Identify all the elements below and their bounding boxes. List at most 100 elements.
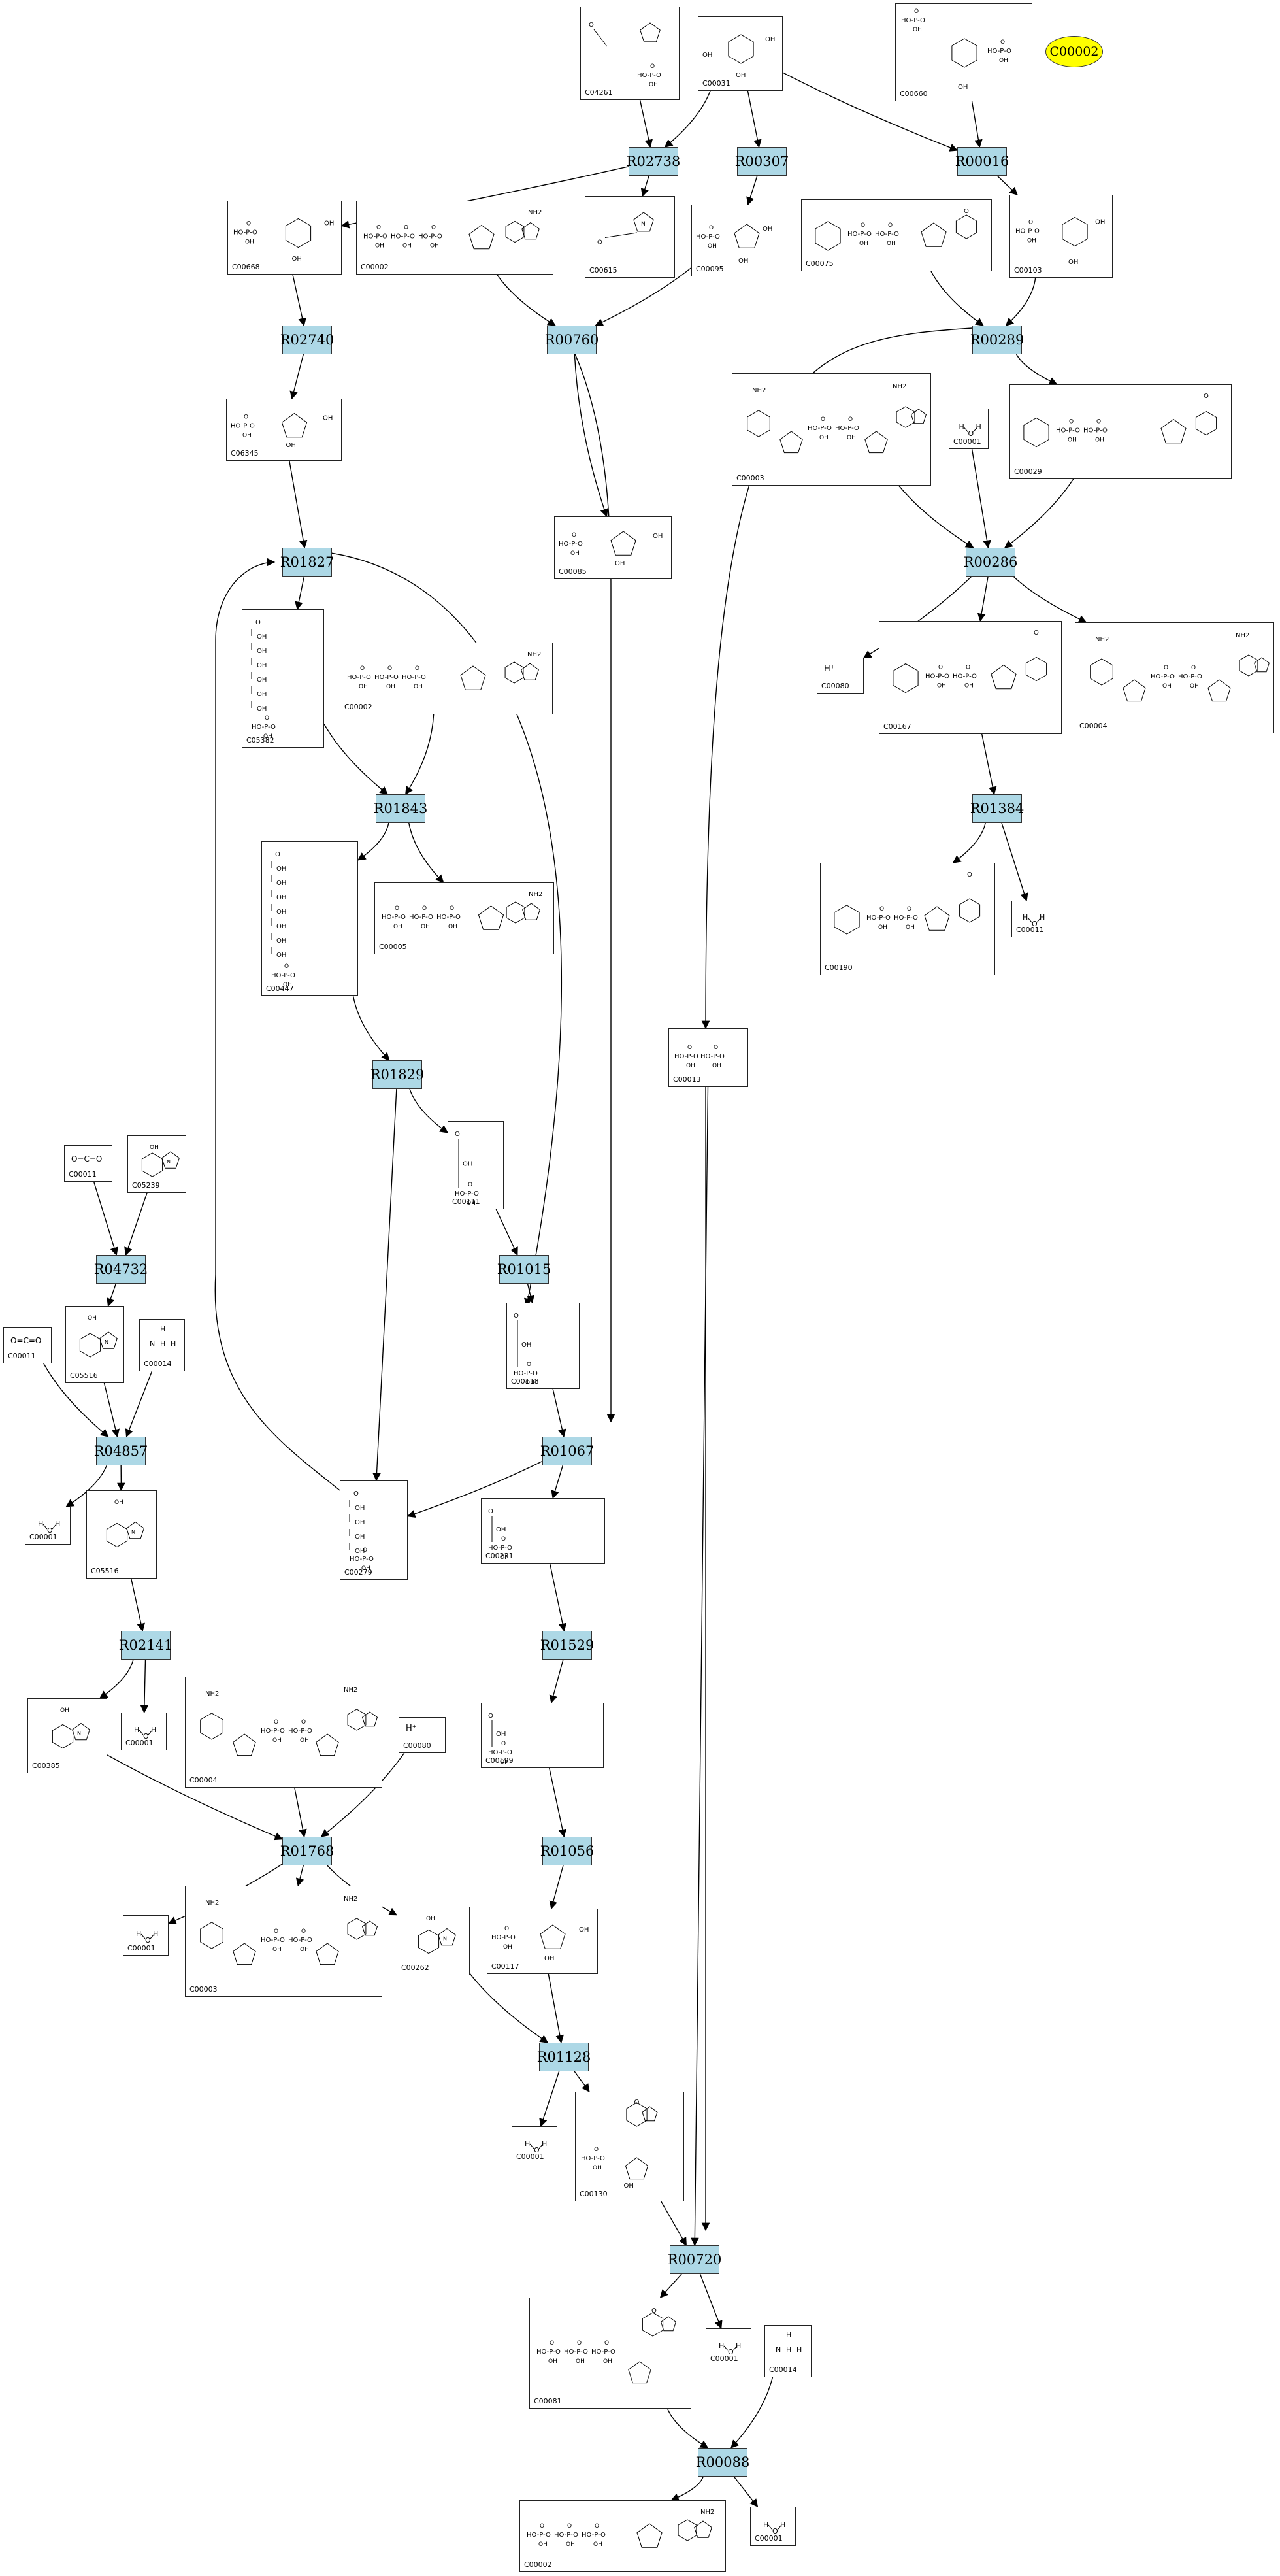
svg-text:HO-P-O: HO-P-O — [591, 2349, 615, 2356]
svg-text:OH: OH — [521, 1341, 531, 1348]
reaction-node-r02738[interactable]: R02738 — [627, 147, 680, 176]
reaction-node-r04857[interactable]: R04857 — [94, 1437, 148, 1465]
svg-text:OH: OH — [544, 1955, 554, 1962]
svg-text:O: O — [450, 905, 454, 912]
orphan-compound-ellipse[interactable]: C00002 — [1045, 36, 1103, 67]
reaction-node-r00016[interactable]: R00016 — [955, 147, 1009, 176]
svg-text:OH: OH — [463, 1161, 472, 1168]
svg-text:HO-P-O: HO-P-O — [808, 425, 832, 432]
svg-text:O: O — [687, 1045, 692, 1051]
edge-R00760-n15 — [574, 354, 608, 518]
reaction-node-r00289[interactable]: R00289 — [970, 326, 1024, 354]
svg-text:N: N — [167, 1159, 171, 1165]
svg-text:H: H — [542, 2139, 547, 2148]
reaction-node-r01829[interactable]: R01829 — [370, 1060, 424, 1089]
reaction-node-r01067[interactable]: R01067 — [540, 1437, 594, 1465]
compound-structure-drawing: OHN — [52, 1707, 90, 1749]
compound-id-label: C04261 — [585, 88, 613, 97]
reaction-node-r01843[interactable]: R01843 — [374, 794, 427, 823]
edge-R00088-n52 — [733, 2476, 759, 2507]
reaction-node-r01128[interactable]: R01128 — [537, 2043, 591, 2071]
edge-R00720-n48 — [659, 2273, 682, 2298]
compound-node[interactable]: H⁺C00080 — [399, 1717, 446, 1753]
reaction-node-r01768[interactable]: R01768 — [280, 1837, 334, 1865]
reaction-node-r01056[interactable]: R01056 — [540, 1837, 594, 1865]
edge-n38-R01768 — [320, 1752, 405, 1837]
reaction-node-r00286[interactable]: R00286 — [964, 548, 1017, 577]
svg-text:HO-P-O: HO-P-O — [527, 2532, 551, 2539]
compound-id-label: C00005 — [379, 943, 407, 951]
reaction-node-r00307[interactable]: R00307 — [735, 147, 789, 176]
reaction-node-r00088[interactable]: R00088 — [696, 2448, 749, 2477]
compound-node[interactable]: H⁺C00080 — [817, 658, 864, 694]
svg-text:H: H — [153, 1930, 158, 1938]
reaction-node-r00760[interactable]: R00760 — [545, 326, 599, 354]
reaction-node-r00720[interactable]: R00720 — [668, 2245, 721, 2274]
reaction-node-r01384[interactable]: R01384 — [970, 794, 1024, 823]
reaction-node-r01529[interactable]: R01529 — [540, 1631, 594, 1660]
reaction-node-r02141[interactable]: R02141 — [119, 1631, 172, 1660]
reaction-node-r02740[interactable]: R02740 — [280, 326, 334, 354]
edge-R01128-n46 — [539, 2071, 560, 2128]
svg-text:OH: OH — [257, 705, 267, 712]
edge-n12-R00286 — [898, 485, 974, 548]
compound-structure-drawing: O=C=O — [10, 1336, 41, 1345]
reaction-node-r01827[interactable]: R01827 — [280, 548, 334, 577]
svg-text:O: O — [275, 851, 280, 858]
compound-structure-drawing: OHN — [79, 1315, 118, 1358]
reaction-node-r01015[interactable]: R01015 — [497, 1255, 551, 1284]
reaction-node-r04732[interactable]: R04732 — [94, 1255, 148, 1284]
svg-text:OH: OH — [323, 415, 333, 422]
